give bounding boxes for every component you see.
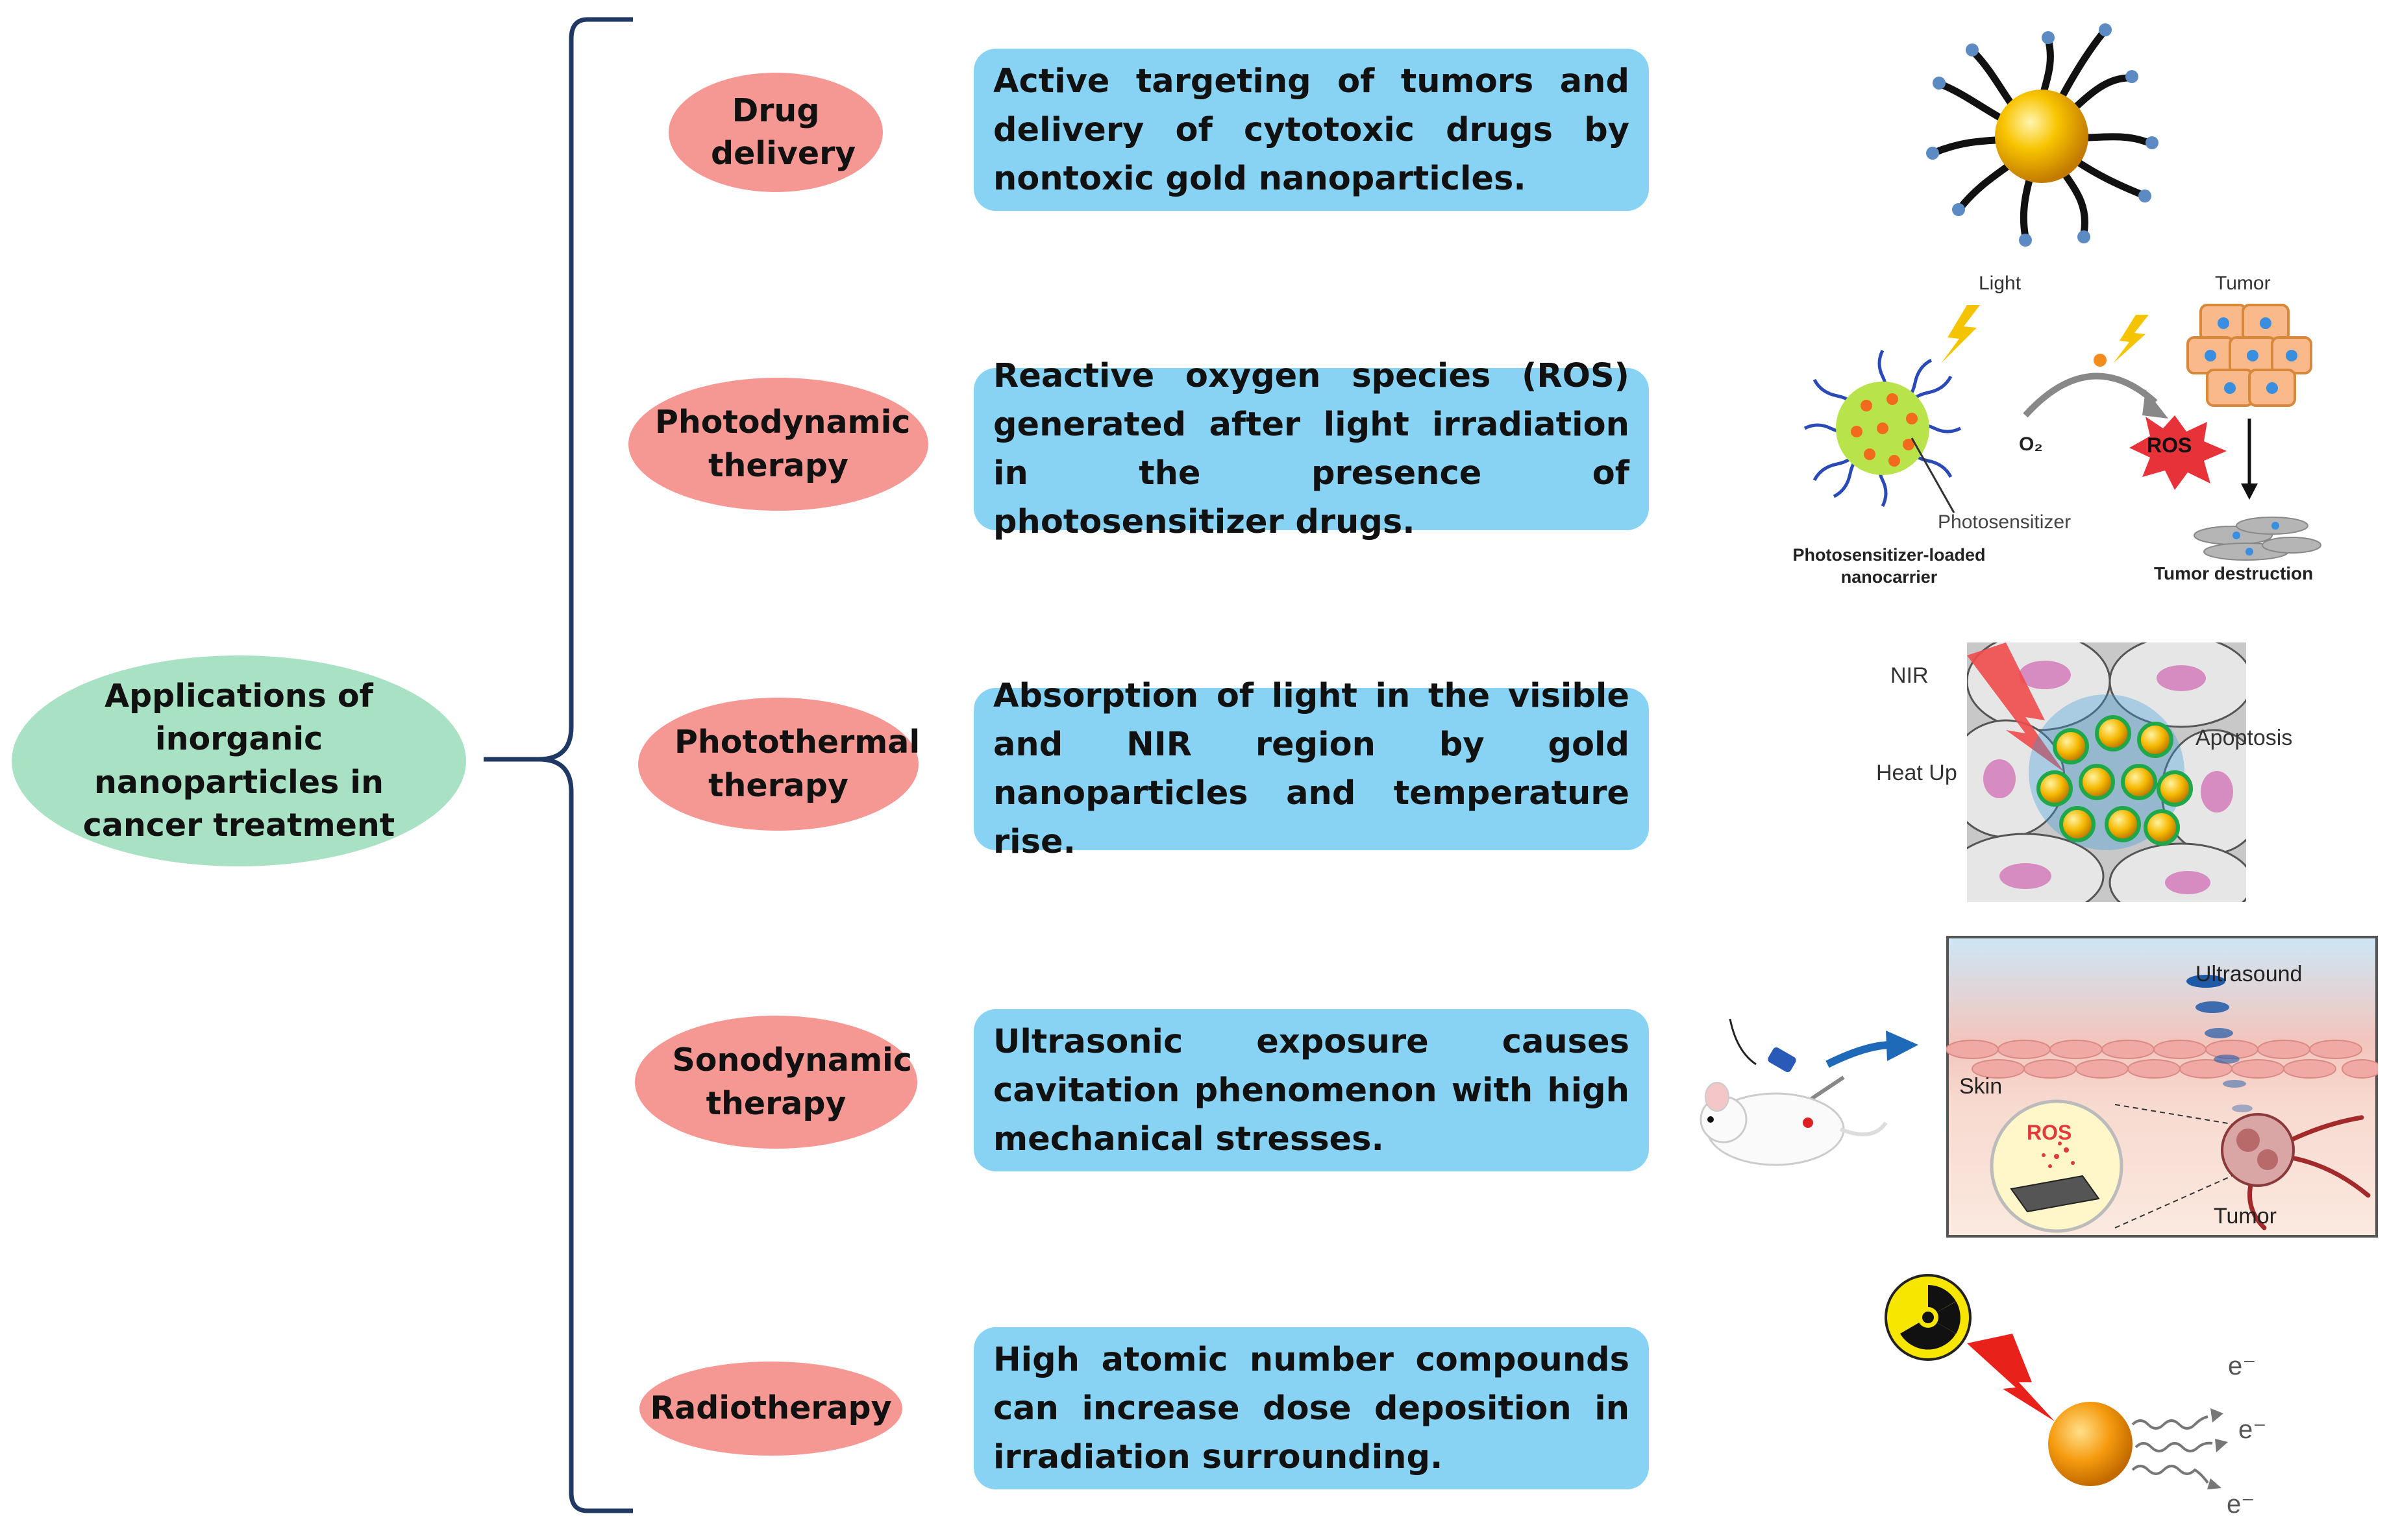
nir-label: NIR [1890,663,1929,688]
ultrasound-label: Ultrasound [2195,962,2303,986]
therapy-node-photothermal: Photothermal therapy [638,698,921,831]
electron-label-1: e⁻ [2228,1352,2257,1380]
tumor-label: Tumor [2215,273,2271,294]
description-drug-delivery: Active targeting of tumors and delivery … [974,49,1649,211]
nanocarrier-label: Photosensitizer-loaded nanocarrier [1792,545,1986,587]
therapy-node-sonodynamic: Sonodynamic therapy [635,1016,917,1149]
therapy-label: Photodynamic therapy [655,404,911,484]
oxygen-label: O₂ [2019,434,2043,455]
sono-tumor-label: Tumor [2214,1204,2277,1228]
root-node: Applications of inorganic nanoparticles … [12,655,466,866]
light-label: Light [1979,273,2022,294]
photodynamic-illustration [1803,304,2321,561]
description-photothermal: Absorption of light in the visible and N… [974,677,1649,861]
radiotherapy-illustration [1885,1274,2228,1489]
photosensitizer-label: Photosensitizer [1938,511,2072,533]
therapy-node-radiotherapy: Radiotherapy [639,1362,902,1456]
sonodynamic-illustration [1946,936,2378,1238]
description-radiotherapy: High atomic number compounds can increas… [974,1327,1649,1489]
tumor-destruction-label: Tumor destruction [2154,563,2314,583]
therapy-label: Photothermal therapy [674,724,921,804]
apoptosis-label: Apoptosis [2195,726,2293,750]
therapy-label: Radiotherapy [650,1389,892,1427]
description-photodynamic: Reactive oxygen species (ROS) generated … [974,357,1649,541]
electron-label-3: e⁻ [2227,1490,2255,1519]
therapy-label: Sonodynamic therapy [672,1042,912,1122]
photothermal-illustration [1967,642,2246,902]
sono-ros-label: ROS [2027,1121,2072,1144]
therapy-label: Drug delivery [711,92,856,172]
electron-label-2: e⁻ [2238,1415,2267,1444]
therapy-node-drug-delivery: Drug delivery [669,73,883,192]
root-label: Applications of inorganic nanoparticles … [82,678,395,844]
gold-nanoparticle-illustration [1926,23,2158,247]
heat-up-label: Heat Up [1876,761,1957,785]
ros-label: ROS [2147,434,2192,457]
mouse-illustration [1700,1019,1918,1166]
skin-label: Skin [1959,1074,2003,1099]
therapy-node-photodynamic: Photodynamic therapy [628,378,928,511]
description-sonodynamic: Ultrasonic exposure causes cavitation ph… [974,1009,1649,1171]
